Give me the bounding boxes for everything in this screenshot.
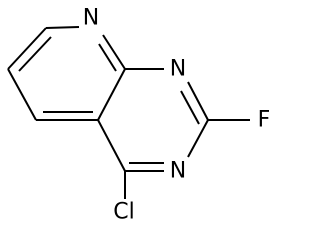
- bond-n1-c2: [45, 26, 80, 29]
- bond-c2-n3: [187, 119, 209, 158]
- molecule-structure-diagram: N N N F Cl: [7, 6, 271, 225]
- bond-c3-c4: [7, 68, 37, 121]
- bond-n1-c2-pyrimidine: [187, 81, 209, 121]
- bond-c4-c4a-pyrimidine: [97, 119, 126, 172]
- pyridine-ring: [7, 26, 126, 121]
- atom-label-n-lower: N: [170, 159, 186, 184]
- atom-label-n-upper: N: [170, 57, 186, 82]
- bond-c2-c3: [7, 27, 47, 70]
- bond-c2-c3-inner: [18, 36, 52, 72]
- atom-label-n-pyridine: N: [83, 6, 99, 31]
- pyrimidine-ring: [97, 68, 209, 172]
- atom-label-fluorine: F: [258, 108, 271, 133]
- bond-c4a-c8a: [97, 68, 126, 121]
- bond-c8a-n8-inner: [98, 43, 117, 72]
- atom-label-chlorine: Cl: [113, 200, 134, 225]
- bond-n1-c2-pyrimidine-inner: [180, 90, 200, 125]
- bond-c8a-n8: [102, 34, 126, 70]
